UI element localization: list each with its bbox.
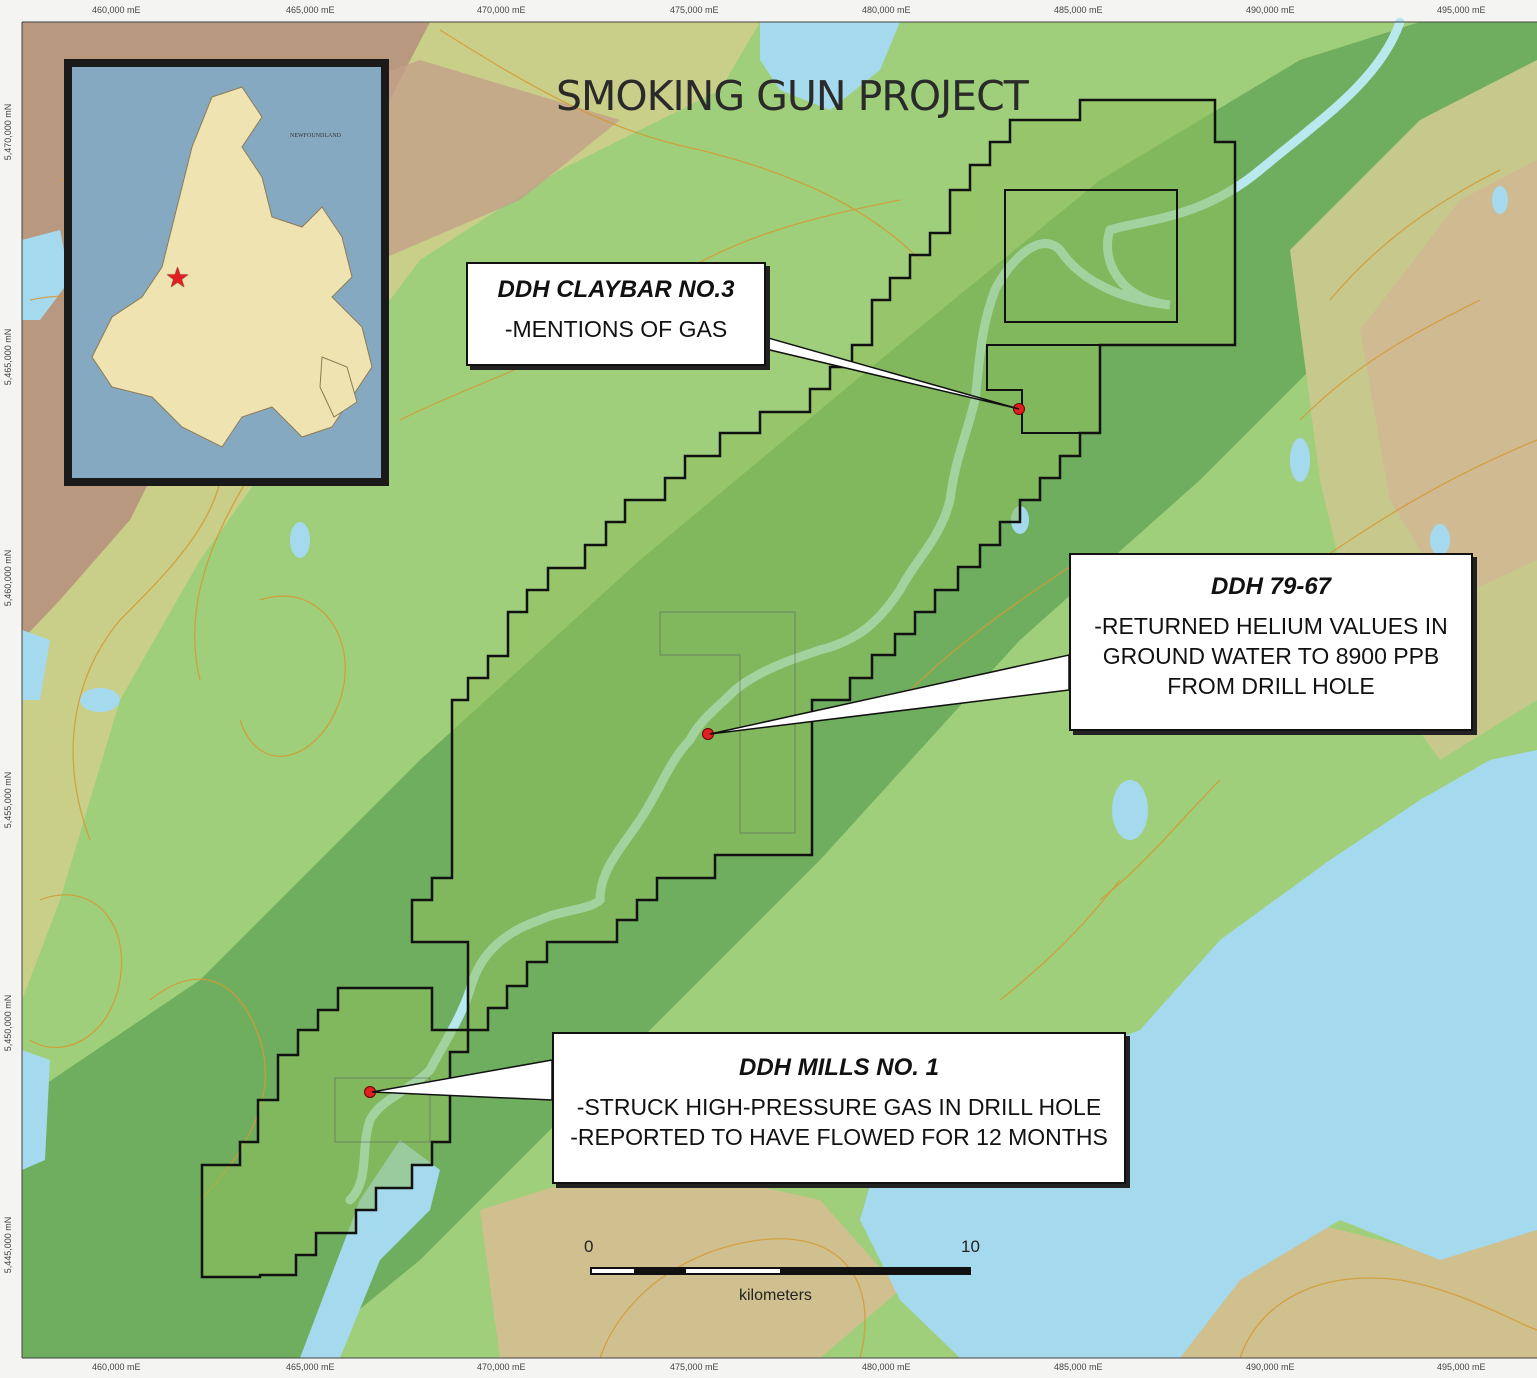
easting-label: 485,000 mE (1054, 1362, 1103, 1372)
water-layer (22, 22, 1537, 1358)
easting-label: 480,000 mE (862, 1362, 911, 1372)
northing-label: 5,465,000 mN (3, 328, 13, 386)
easting-label: 490,000 mE (1246, 5, 1295, 15)
easting-label: 485,000 mE (1054, 5, 1103, 15)
easting-label: 465,000 mE (286, 5, 335, 15)
scale-unit-label: kilometers (739, 1287, 812, 1304)
star-icon: ★ (165, 261, 191, 294)
northing-label: 5,445,000 mN (3, 1216, 13, 1274)
easting-label: 470,000 mE (477, 5, 526, 15)
easting-label: 470,000 mE (477, 1362, 526, 1372)
northing-label: 5,470,000 mN (3, 103, 13, 161)
claim-subgrid (334, 611, 796, 1143)
inset-label: NEWFOUNDLAND (290, 133, 341, 139)
island-outline (91, 86, 373, 448)
inset-map: NEWFOUNDLAND ★ (64, 59, 389, 486)
scale-end-label: 10 (961, 1237, 980, 1256)
easting-label: 460,000 mE (92, 1362, 141, 1372)
map-title: SMOKING GUN PROJECT (556, 72, 1029, 120)
claim-outline (200, 98, 1237, 1279)
northing-label: 5,460,000 mN (3, 549, 13, 607)
callout-line: -RETURNED HELIUM VALUES IN (1094, 613, 1448, 639)
inset-map-frame: NEWFOUNDLAND ★ (72, 67, 381, 478)
northing-label: 5,450,000 mN (3, 994, 13, 1052)
easting-label: 475,000 mE (670, 1362, 719, 1372)
callout-heading: DDH CLAYBAR NO.3 (497, 276, 735, 303)
scale-bar (590, 1267, 971, 1275)
callout-line: -STRUCK HIGH-PRESSURE GAS IN DRILL HOLE (576, 1094, 1102, 1120)
callout-heading: DDH 79-67 (1210, 573, 1332, 600)
northing-label: 5,455,000 mN (3, 771, 13, 829)
easting-label: 460,000 mE (92, 5, 141, 15)
easting-label: 480,000 mE (862, 5, 911, 15)
callout-line: GROUND WATER TO 8900 PPB (1102, 643, 1440, 669)
grid-frame (21, 21, 1537, 1359)
callout-heading: DDH MILLS NO. 1 (738, 1054, 939, 1081)
scale-start-label: 0 (584, 1237, 594, 1256)
callout-line: FROM DRILL HOLE (1167, 673, 1375, 699)
callout-line: -REPORTED TO HAVE FLOWED FOR 12 MONTHS (570, 1124, 1108, 1150)
easting-label: 495,000 mE (1437, 1362, 1486, 1372)
callout-79-67: DDH 79-67 -RETURNED HELIUM VALUES IN GRO… (1069, 553, 1473, 731)
easting-label: 465,000 mE (286, 1362, 335, 1372)
claim-box-north (1004, 189, 1178, 323)
callout-mills: DDH MILLS NO. 1 -STRUCK HIGH-PRESSURE GA… (552, 1032, 1126, 1184)
easting-label: 490,000 mE (1246, 1362, 1295, 1372)
claim-box-claybar (986, 344, 1101, 434)
easting-label: 475,000 mE (670, 5, 719, 15)
callout-line: -MENTIONS OF GAS (504, 316, 728, 342)
easting-label: 495,000 mE (1437, 5, 1486, 15)
callout-claybar: DDH CLAYBAR NO.3 -MENTIONS OF GAS (466, 262, 766, 366)
